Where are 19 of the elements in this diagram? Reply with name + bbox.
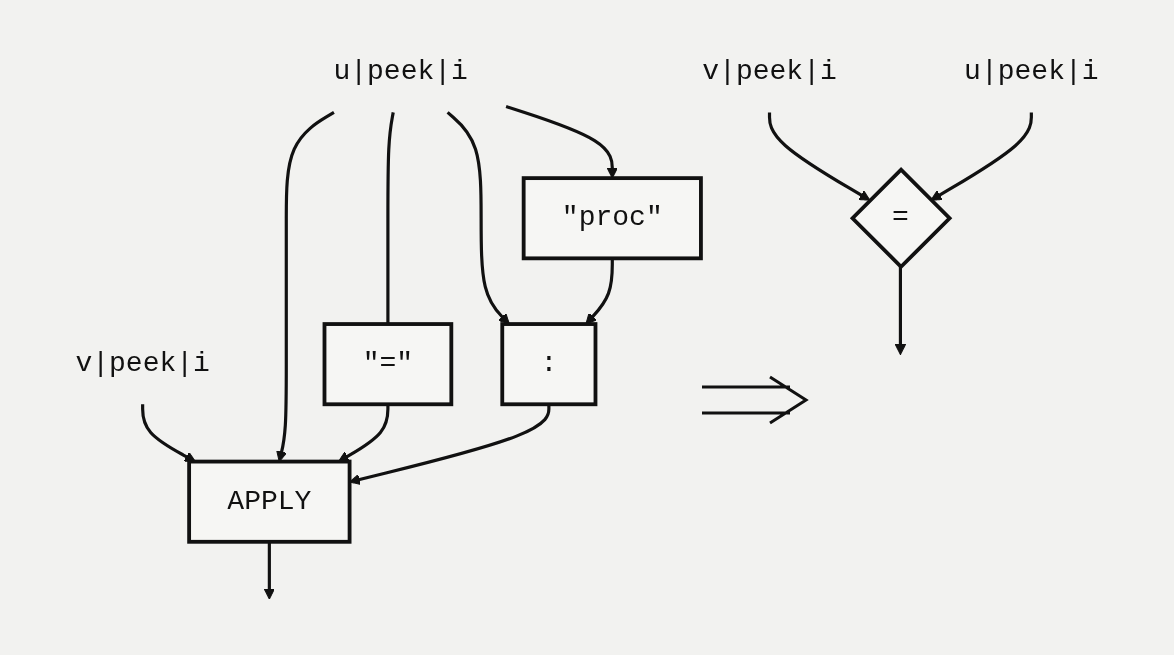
arrow	[894, 267, 907, 356]
connector	[386, 112, 395, 325]
arrow	[141, 404, 196, 463]
arrow	[338, 404, 390, 463]
node-box: :	[500, 322, 598, 407]
node-text: v|peek|i	[702, 56, 837, 89]
node-text: u|peek|i	[333, 56, 468, 89]
node-text: u|peek|i	[964, 56, 1099, 89]
node-diamond: =	[849, 167, 953, 270]
node-box: APPLY	[187, 459, 352, 544]
arrow	[505, 105, 618, 179]
node-text: v|peek|i	[75, 348, 210, 381]
node-box: "proc"	[521, 176, 703, 261]
node-box: "="	[322, 322, 454, 407]
arrow	[767, 112, 871, 202]
arrow	[446, 111, 510, 325]
arrow	[930, 112, 1033, 202]
arrow	[263, 542, 275, 600]
arrow	[585, 258, 614, 325]
